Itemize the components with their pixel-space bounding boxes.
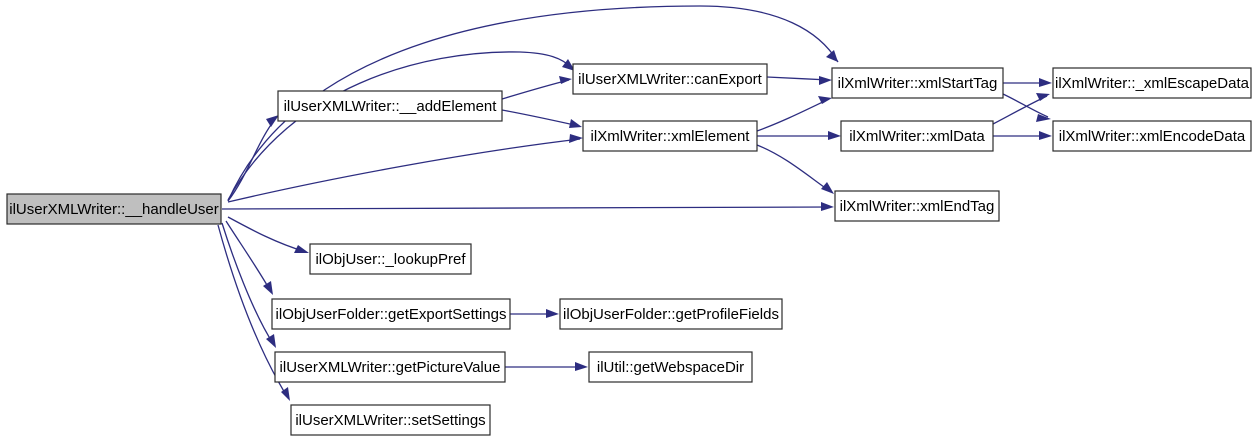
edge-line [501, 79, 570, 100]
node-getProfileFields[interactable]: ilObjUserFolder::getProfileFields [559, 298, 783, 330]
node-label: ilXmlWriter::_xmlEscapeData [1055, 75, 1250, 92]
arrowhead-icon [546, 309, 559, 318]
edge-handleUser-to-canExport [227, 51, 575, 201]
node-label: ilXmlWriter::xmlEndTag [840, 198, 995, 215]
node-xmlEndTag[interactable]: ilXmlWriter::xmlEndTag [834, 190, 1000, 222]
edge-line [756, 144, 832, 193]
arrowhead-icon [826, 50, 838, 62]
edge-xmlData-to-xmlEncodeData [993, 131, 1052, 140]
edge-addElement-to-xmlElement [501, 109, 582, 128]
arrowhead-icon [828, 131, 841, 140]
node-box[interactable] [840, 120, 994, 152]
edge-getExportSettings-to-getProfileFields [510, 309, 559, 318]
edge-line [756, 98, 830, 132]
node-label: ilUtil::getWebspaceDir [597, 359, 744, 376]
edge-handleUser-to-xmlEndTag [221, 202, 834, 211]
arrowhead-icon [1036, 93, 1050, 101]
node-box[interactable] [831, 67, 1004, 99]
node-box[interactable] [271, 298, 511, 330]
node-xmlStartTag[interactable]: ilXmlWriter::xmlStartTag [831, 67, 1004, 99]
edge-xmlData-to-xmlEscapeData [992, 93, 1050, 125]
edge-handleUser-to-getExportSettings [225, 220, 273, 295]
node-box[interactable] [559, 298, 783, 330]
edge-handleUser-to-getPictureValue [221, 222, 276, 348]
edge-line [227, 216, 307, 253]
arrowhead-icon [818, 96, 832, 104]
node-getPictureValue[interactable]: ilUserXMLWriter::getPictureValue [274, 351, 506, 383]
edge-handleUser-to-lookupPref [227, 216, 309, 253]
node-xmlEncodeData[interactable]: ilXmlWriter::xmlEncodeData [1052, 120, 1252, 152]
node-label: ilUserXMLWriter::getPictureValue [280, 359, 501, 376]
arrowhead-icon [559, 76, 572, 84]
edge-handleUser-to-xmlElement [227, 134, 583, 203]
node-label: ilObjUser::_lookupPref [315, 251, 466, 268]
node-box[interactable] [309, 243, 472, 275]
arrowhead-icon [281, 387, 290, 401]
node-label: ilXmlWriter::xmlElement [591, 128, 751, 145]
node-box[interactable] [277, 90, 503, 122]
node-box[interactable] [274, 351, 506, 383]
arrowhead-icon [263, 281, 273, 295]
edge-getPictureValue-to-getWebspaceDir [505, 362, 588, 371]
edge-line [221, 206, 832, 210]
node-label: ilXmlWriter::xmlData [849, 128, 985, 145]
node-label: ilXmlWriter::xmlStartTag [838, 75, 998, 92]
node-box[interactable] [6, 193, 222, 225]
node-lookupPref[interactable]: ilObjUser::_lookupPref [309, 243, 472, 275]
node-xmlEscapeData[interactable]: ilXmlWriter::_xmlEscapeData [1052, 67, 1252, 99]
node-handleUser[interactable]: ilUserXMLWriter::__handleUser [6, 193, 222, 225]
arrowhead-icon [821, 202, 834, 211]
node-xmlData[interactable]: ilXmlWriter::xmlData [840, 120, 994, 152]
node-box[interactable] [834, 190, 1000, 222]
node-label: ilObjUserFolder::getProfileFields [563, 306, 779, 323]
edge-xmlElement-to-xmlStartTag [756, 96, 832, 132]
node-label: ilObjUserFolder::getExportSettings [276, 306, 507, 323]
node-box[interactable] [572, 63, 768, 95]
node-label: ilUserXMLWriter::__handleUser [9, 201, 219, 218]
arrowhead-icon [575, 362, 588, 371]
arrowhead-icon [569, 134, 583, 143]
arrowhead-icon [562, 59, 575, 71]
node-label: ilUserXMLWriter::setSettings [295, 412, 485, 429]
node-setSettings[interactable]: ilUserXMLWriter::setSettings [290, 404, 491, 436]
node-box[interactable] [1052, 120, 1252, 152]
arrowhead-icon [819, 76, 832, 85]
node-xmlElement[interactable]: ilXmlWriter::xmlElement [582, 120, 758, 152]
edge-line [227, 138, 581, 203]
node-box[interactable] [582, 120, 758, 152]
edge-handleUser-to-addElement [227, 115, 279, 202]
arrowhead-icon [294, 245, 309, 253]
edge-line [227, 51, 573, 201]
node-box[interactable] [588, 351, 753, 383]
arrowhead-icon [266, 334, 276, 348]
node-canExport[interactable]: ilUserXMLWriter::canExport [572, 63, 768, 95]
node-label: ilXmlWriter::xmlEncodeData [1059, 128, 1246, 145]
arrowhead-icon [1039, 78, 1052, 87]
arrowhead-icon [821, 182, 834, 194]
edge-addElement-to-canExport [501, 76, 572, 100]
edge-xmlStartTag-to-xmlEscapeData [1003, 78, 1052, 87]
node-label: ilUserXMLWriter::__addElement [284, 98, 498, 115]
nodes-layer: ilUserXMLWriter::__handleUserilUserXMLWr… [6, 63, 1252, 436]
arrowhead-icon [1039, 131, 1052, 140]
edge-line [221, 222, 275, 346]
arrowhead-icon [1036, 114, 1051, 122]
edge-xmlElement-to-xmlData [757, 131, 841, 140]
edge-line [501, 109, 580, 127]
node-box[interactable] [290, 404, 491, 436]
edge-xmlElement-to-xmlEndTag [756, 144, 834, 194]
edge-xmlStartTag-to-xmlEncodeData [1002, 93, 1051, 122]
node-getWebspaceDir[interactable]: ilUtil::getWebspaceDir [588, 351, 753, 383]
edge-line [1002, 93, 1049, 118]
edges-layer [217, 5, 1052, 401]
arrowhead-icon [266, 115, 279, 127]
edge-canExport-to-xmlStartTag [766, 76, 832, 85]
node-box[interactable] [1052, 67, 1252, 99]
node-addElement[interactable]: ilUserXMLWriter::__addElement [277, 90, 503, 122]
node-getExportSettings[interactable]: ilObjUserFolder::getExportSettings [271, 298, 511, 330]
arrowhead-icon [569, 119, 582, 128]
node-label: ilUserXMLWriter::canExport [578, 71, 762, 88]
